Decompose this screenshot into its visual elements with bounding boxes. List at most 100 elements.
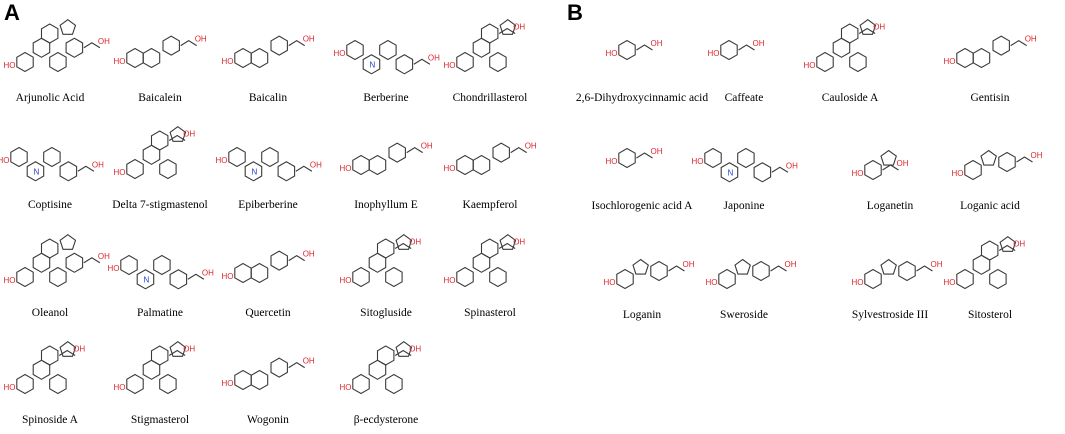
svg-text:OH: OH	[651, 39, 663, 48]
compound-structure: HO OH	[0, 225, 110, 307]
svg-text:HO: HO	[444, 61, 456, 70]
compound-name: Baicalin	[248, 92, 288, 104]
compound-name: Gentisin	[970, 92, 1010, 104]
svg-text:HO: HO	[604, 278, 616, 287]
svg-text:OH: OH	[873, 23, 885, 32]
svg-text:OH: OH	[785, 260, 797, 269]
svg-text:HO: HO	[222, 379, 234, 388]
compound-structure: HO OH	[587, 227, 697, 309]
svg-text:HO: HO	[222, 272, 234, 281]
svg-text:N: N	[252, 167, 258, 176]
compound-name: 2,6-Dihydroxycinnamic acid	[575, 92, 709, 104]
svg-text:OH: OH	[786, 161, 798, 170]
compound-name: Inophyllum E	[354, 199, 418, 211]
svg-text:OH: OH	[73, 345, 85, 354]
svg-text:OH: OH	[98, 252, 110, 261]
compound-name: Spinoside A	[22, 414, 78, 426]
svg-text:OH: OH	[92, 160, 104, 169]
svg-text:HO: HO	[216, 156, 228, 165]
svg-text:OH: OH	[421, 142, 433, 151]
svg-text:OH: OH	[931, 260, 943, 269]
svg-text:OH: OH	[651, 147, 663, 156]
compound-structure: HO OH	[935, 118, 1045, 200]
svg-text:HO: HO	[852, 169, 864, 178]
compound-structure: HO OH	[689, 10, 799, 92]
compound-structure: HO OH	[331, 117, 441, 199]
compound-structure: HO OH	[213, 225, 323, 307]
compound-name: Sitosterol	[967, 309, 1013, 321]
compound-structure: HO OH	[587, 10, 697, 92]
svg-text:OH: OH	[1031, 151, 1043, 160]
compound-name: Baicalein	[138, 92, 182, 104]
svg-text:HO: HO	[852, 278, 864, 287]
svg-text:HO: HO	[4, 276, 16, 285]
svg-text:OH: OH	[428, 53, 440, 62]
svg-text:OH: OH	[310, 160, 322, 169]
svg-text:OH: OH	[525, 142, 537, 151]
compound-name: Isochlorogenic acid A	[591, 200, 693, 212]
svg-text:HO: HO	[340, 383, 352, 392]
svg-text:N: N	[728, 168, 734, 177]
svg-text:HO: HO	[4, 383, 16, 392]
svg-text:N: N	[144, 275, 150, 284]
svg-text:HO: HO	[340, 164, 352, 173]
svg-text:HO: HO	[944, 57, 956, 66]
compound-name: Berberine	[363, 92, 409, 104]
svg-text:HO: HO	[444, 276, 456, 285]
compound-name: Delta 7-stigmastenol	[112, 199, 208, 211]
svg-text:HO: HO	[108, 264, 120, 273]
svg-text:OH: OH	[183, 130, 195, 139]
compound-structure: HO OH	[795, 10, 905, 92]
svg-text:HO: HO	[804, 61, 816, 70]
compound-name: β-ecdysterone	[353, 414, 419, 426]
svg-text:HO: HO	[340, 276, 352, 285]
panel-b-letter: B	[567, 0, 583, 25]
compound-name: Sylvestroside III	[851, 309, 929, 321]
svg-text:HO: HO	[444, 164, 456, 173]
compound-name: Oleanol	[31, 307, 69, 319]
compound-name: Arjunolic Acid	[15, 92, 85, 104]
compound-name: Loganic acid	[960, 200, 1020, 212]
compound-name: Spinasterol	[464, 307, 516, 319]
compound-structure: HO OH N	[213, 117, 323, 199]
compound-structure: HO OH	[835, 227, 945, 309]
compound-name: Kaempferol	[462, 199, 518, 211]
svg-text:OH: OH	[513, 238, 525, 247]
svg-text:HO: HO	[708, 49, 720, 58]
compound-name: Epiberberine	[238, 199, 298, 211]
compound-structure: HO OH	[0, 332, 105, 414]
svg-text:OH: OH	[98, 37, 110, 46]
compound-name: Caffeate	[724, 92, 764, 104]
compound-name: Quercetin	[245, 307, 291, 319]
svg-text:N: N	[370, 60, 376, 69]
svg-text:OH: OH	[303, 35, 315, 44]
svg-text:HO: HO	[606, 157, 618, 166]
svg-text:OH: OH	[683, 260, 695, 269]
compound-name: Palmatine	[137, 307, 183, 319]
compound-structure: HO OH	[435, 117, 545, 199]
svg-text:OH: OH	[303, 250, 315, 259]
svg-text:HO: HO	[952, 169, 964, 178]
panel-a-letter: A	[4, 0, 20, 25]
svg-text:HO: HO	[114, 383, 126, 392]
compound-name: Sweroside	[720, 309, 768, 321]
svg-text:HO: HO	[606, 49, 618, 58]
compound-name: Stigmasterol	[130, 414, 190, 426]
svg-text:OH: OH	[753, 39, 765, 48]
svg-text:OH: OH	[1013, 240, 1025, 249]
